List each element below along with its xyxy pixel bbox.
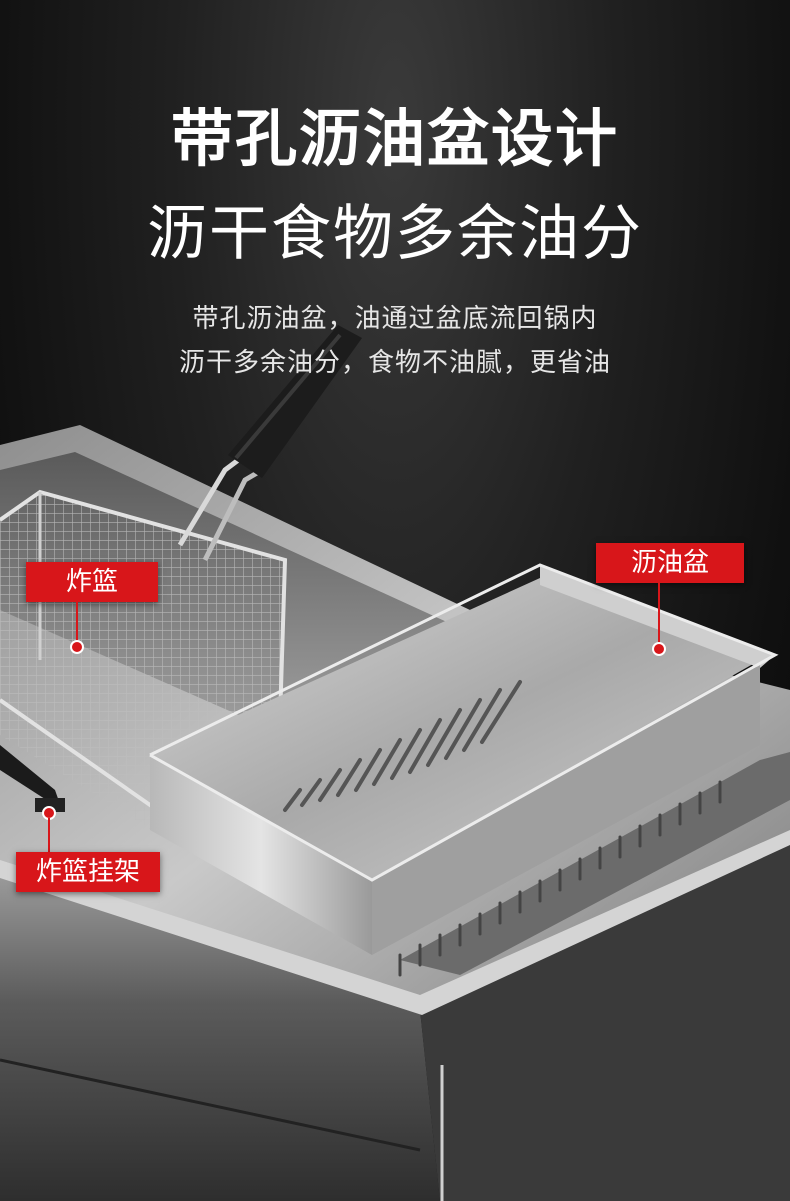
callout-drain-tray-leader [658, 583, 660, 643]
callout-basket-leader [76, 602, 78, 644]
drain-tray [149, 563, 779, 977]
callout-basket-rack-label: 炸篮挂架 [16, 852, 160, 892]
headline-primary: 带孔沥油盆设计 [170, 102, 619, 175]
description-line-2: 沥干多余油分，食物不油腻，更省油 [178, 348, 611, 378]
callout-basket-label: 炸篮 [26, 562, 158, 602]
callout-drain-tray-label: 沥油盆 [596, 543, 744, 583]
callout-rack-leader [48, 818, 50, 852]
description-line-1: 带孔沥油盆，油通过盆底流回锅内 [192, 304, 598, 334]
callout-basket-marker [70, 640, 84, 654]
headline-secondary: 沥干食物多余油分 [147, 199, 643, 269]
callout-drain-tray-marker [652, 642, 666, 656]
